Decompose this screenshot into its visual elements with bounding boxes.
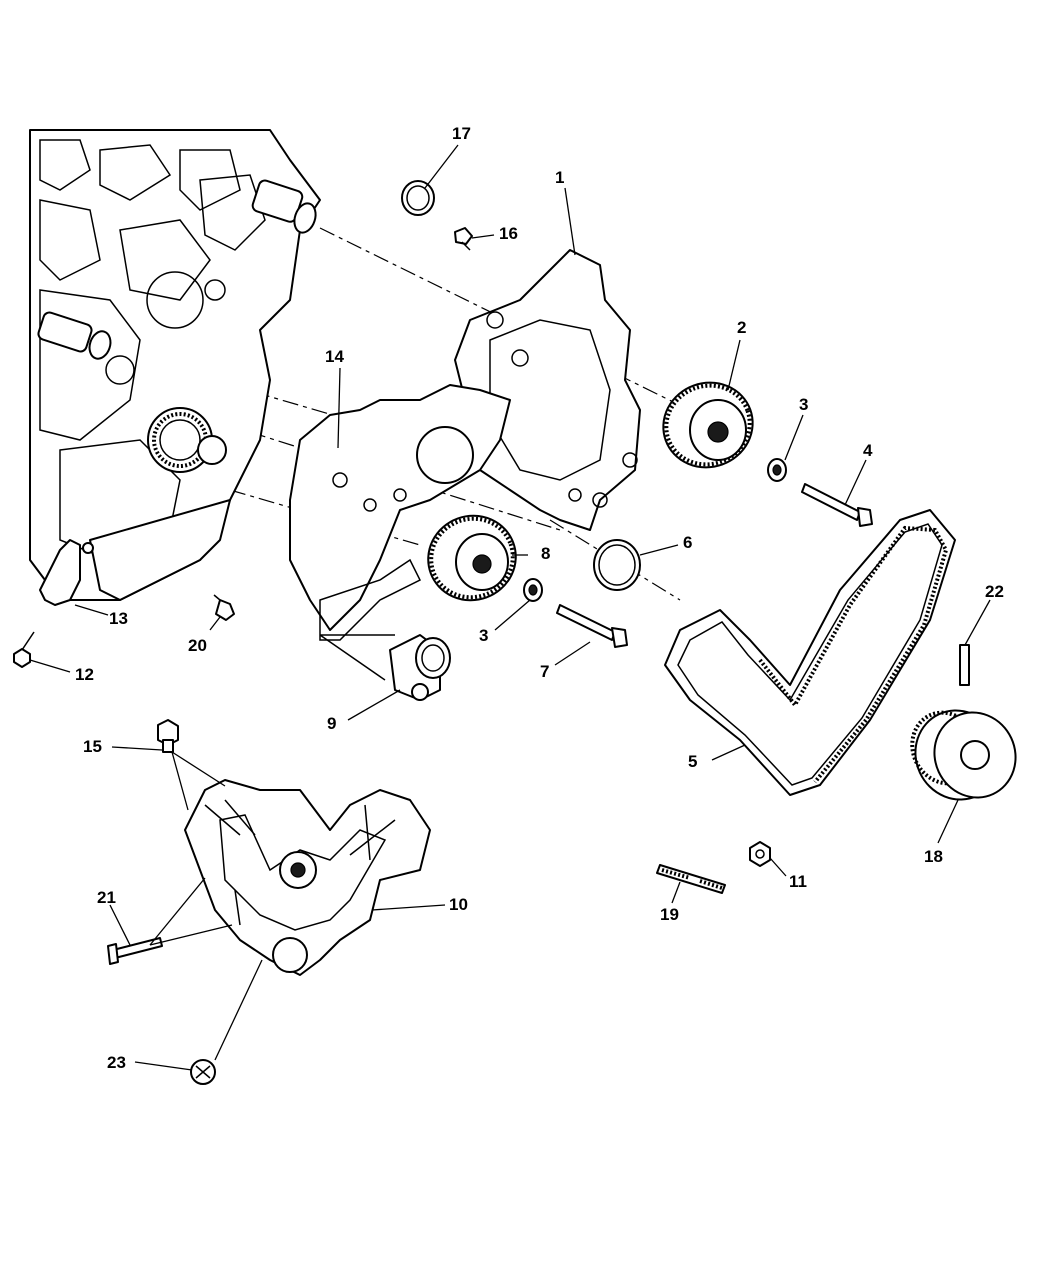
part-2-camshaft-sprocket-upper — [662, 381, 754, 469]
callout-16: 16 — [499, 224, 518, 243]
callout-9: 9 — [327, 714, 336, 733]
callout-12: 12 — [75, 665, 94, 684]
callout-1: 1 — [555, 168, 564, 187]
part-9-tensioner — [319, 634, 451, 701]
callout-3-lower: 3 — [479, 626, 488, 645]
callout-20: 20 — [188, 636, 207, 655]
lower-camshaft-stub — [37, 311, 112, 360]
part-18-crankshaft-sprocket — [910, 709, 1017, 801]
callout-2: 2 — [737, 318, 746, 337]
callout-22: 22 — [985, 582, 1004, 601]
callout-15: 15 — [83, 737, 102, 756]
part-3-washer-upper — [767, 458, 787, 482]
part-4-sprocket-bolt-upper — [801, 483, 873, 527]
callout-11: 11 — [789, 872, 807, 891]
callout-18: 18 — [924, 847, 943, 866]
part-23-bolt — [190, 1059, 216, 1085]
callout-21: 21 — [97, 888, 116, 907]
part-7-sprocket-bolt-lower — [556, 604, 628, 648]
callout-10: 10 — [449, 895, 468, 914]
part-15-bolt — [157, 719, 179, 753]
part-13-sensor — [39, 539, 94, 606]
part-6-o-ring — [593, 539, 641, 591]
part-19-stud — [656, 864, 726, 894]
callout-4: 4 — [863, 441, 873, 460]
callout-7: 7 — [540, 662, 549, 681]
callout-5: 5 — [688, 752, 697, 771]
callout-19: 19 — [660, 905, 679, 924]
part-10-front-timing-cover — [184, 779, 431, 976]
callout-23: 23 — [107, 1053, 126, 1072]
part-14-inner-timing-cover — [289, 384, 511, 641]
part-3-washer-lower — [523, 578, 543, 602]
part-5-timing-belt — [664, 509, 956, 796]
part-22-key — [959, 644, 970, 686]
part-8-camshaft-sprocket-lower — [427, 514, 517, 602]
part-20-bolt — [213, 594, 235, 621]
part-16-bolt — [454, 227, 473, 251]
part-11-nut — [749, 841, 771, 867]
callout-3-upper: 3 — [799, 395, 808, 414]
part-21-bolt — [107, 937, 163, 965]
callout-8: 8 — [541, 544, 550, 563]
callout-6: 6 — [683, 533, 692, 552]
callout-14: 14 — [325, 347, 344, 366]
upper-camshaft-stub — [251, 179, 317, 234]
part-12-bolt — [13, 631, 35, 668]
leader-lines — [29, 144, 991, 1071]
callout-labels: 1 2 3 4 5 6 3 7 8 9 10 11 12 13 14 15 16… — [75, 124, 1004, 1072]
callout-17: 17 — [452, 124, 471, 143]
part-17-seal-ring — [401, 180, 435, 216]
callout-13: 13 — [109, 609, 128, 628]
engine-block — [29, 129, 321, 601]
